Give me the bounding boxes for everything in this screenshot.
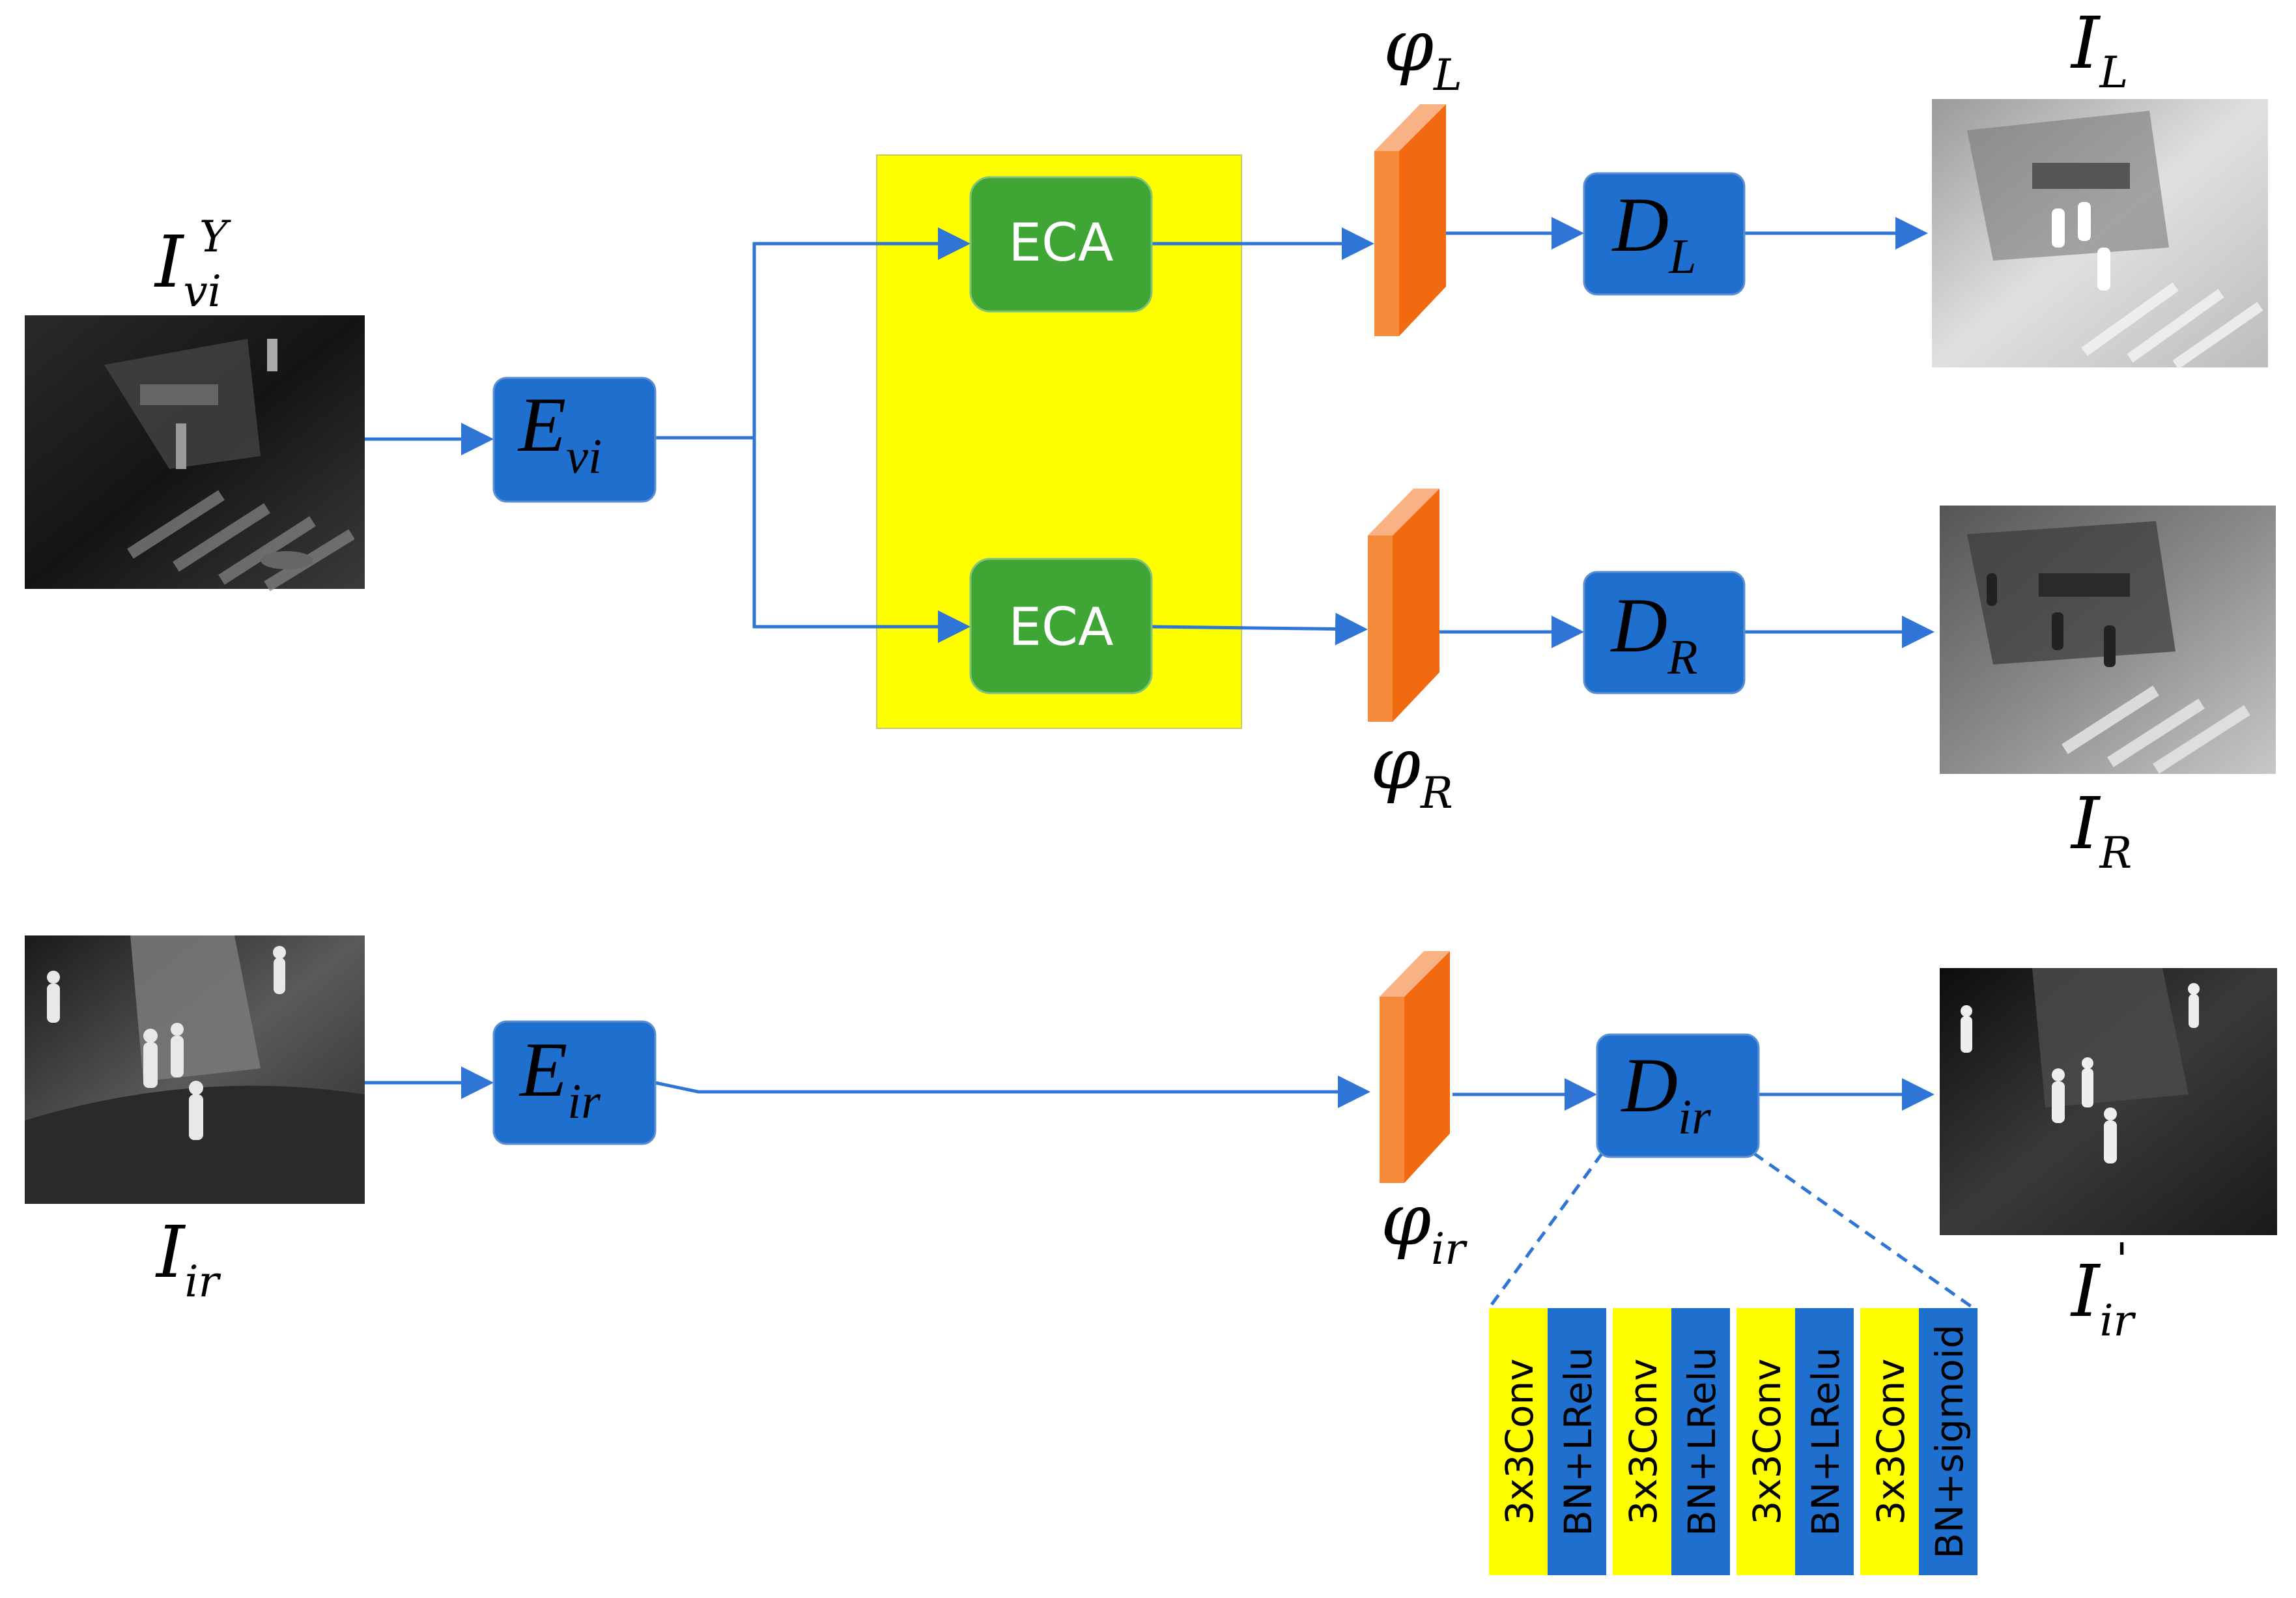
output-image-R bbox=[1940, 506, 2276, 774]
visible-input-image bbox=[25, 315, 365, 592]
decoder-layer-act bbox=[1919, 1308, 1977, 1575]
encoder-ir: Eir bbox=[492, 1020, 657, 1145]
decoder-R: DR bbox=[1583, 571, 1746, 694]
output-R-label: IR bbox=[2070, 782, 2132, 878]
connectors bbox=[365, 217, 1975, 1310]
infrared-input-image bbox=[25, 935, 365, 1204]
output-ir-prime: ' bbox=[2116, 1233, 2128, 1287]
decoder-layer-act bbox=[1671, 1308, 1730, 1575]
decoder-layer-label: BN+sigmoid bbox=[1927, 1324, 1972, 1559]
encoder-ir-label: Eir bbox=[518, 1026, 601, 1129]
output-image-L bbox=[1932, 99, 2268, 369]
decoder-layer-label: 3x3Conv bbox=[1869, 1358, 1913, 1524]
decoder-ir-label: Dir bbox=[1620, 1042, 1711, 1145]
eca-bottom-label: ECA bbox=[1008, 597, 1113, 657]
decoder-layer-conv bbox=[1613, 1308, 1671, 1575]
eca-block-top: ECA bbox=[969, 176, 1153, 313]
output-image-ir bbox=[1940, 968, 2277, 1235]
input-visible-label: Ivi bbox=[154, 220, 221, 317]
decoder-layer-label: BN+LRelu bbox=[1804, 1347, 1848, 1536]
decoder-layer-stack: 3x3Conv BN+LRelu 3x3Conv BN+LRelu 3x3Conv BN+… bbox=[1489, 1308, 1977, 1575]
feature-L-label: φL bbox=[1383, 4, 1462, 100]
decoder-layer-label: 3x3Conv bbox=[1497, 1358, 1542, 1524]
feature-R-label: φR bbox=[1370, 722, 1453, 818]
decoder-L: DL bbox=[1583, 172, 1746, 296]
input-infrared-label: Iir bbox=[155, 1210, 221, 1307]
encoder-vi: Evi bbox=[492, 377, 657, 503]
feature-slab-ir bbox=[1380, 951, 1450, 1183]
decoder-layer-conv bbox=[1489, 1308, 1548, 1575]
output-ir-label: Iir bbox=[2070, 1249, 2136, 1346]
encoder-vi-label: Evi bbox=[517, 381, 602, 484]
feature-slab-L bbox=[1374, 104, 1446, 336]
decoder-layer-label: 3x3Conv bbox=[1745, 1358, 1789, 1524]
decoder-R-label: DR bbox=[1609, 582, 1697, 685]
eca-block-bottom: ECA bbox=[969, 558, 1153, 694]
decoder-layer-act bbox=[1795, 1308, 1854, 1575]
decoder-layer-label: BN+LRelu bbox=[1680, 1347, 1724, 1536]
feature-ir-label: φir bbox=[1381, 1178, 1467, 1274]
decoder-layer-label: BN+LRelu bbox=[1556, 1347, 1600, 1536]
decoder-layer-conv bbox=[1860, 1308, 1919, 1575]
eca-top-label: ECA bbox=[1008, 212, 1113, 273]
decoder-layer-conv bbox=[1736, 1308, 1795, 1575]
decoder-layer-act bbox=[1548, 1308, 1606, 1575]
decoder-layer-label: 3x3Conv bbox=[1621, 1358, 1665, 1524]
output-L-label: IL bbox=[2070, 1, 2128, 98]
input-visible-superscript: Y bbox=[199, 212, 231, 262]
decoder-L-label: DL bbox=[1611, 181, 1697, 284]
feature-slab-R bbox=[1368, 489, 1439, 722]
decoder-ir: Dir bbox=[1596, 1033, 1760, 1158]
